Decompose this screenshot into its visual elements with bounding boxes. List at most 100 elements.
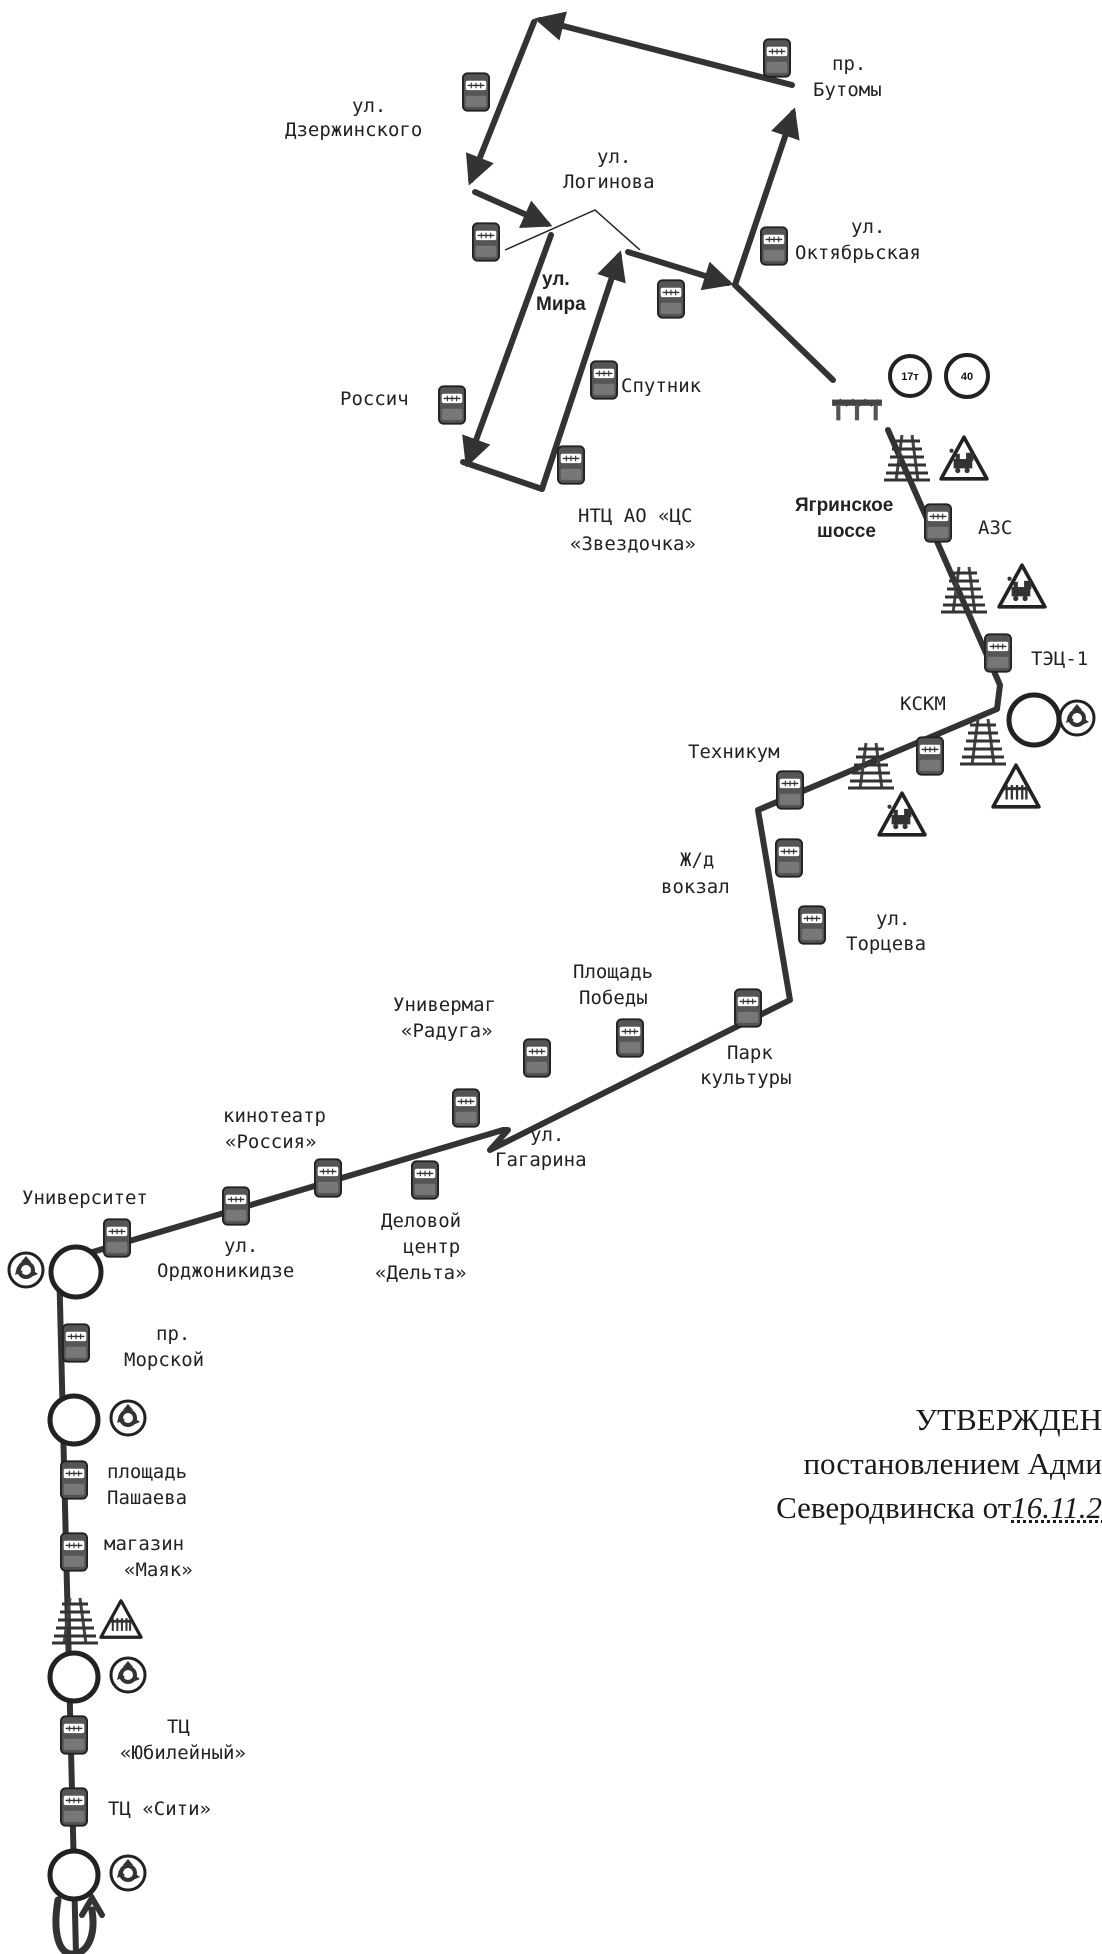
bus-stop-icon	[60, 1787, 88, 1827]
label-tortseva-1: ул.	[876, 908, 910, 930]
label-dzerzhinskogo-2: Дзержинского	[285, 119, 422, 141]
bus-stop-icon	[60, 1715, 88, 1755]
label-oktyabrskaya-1: ул.	[851, 216, 885, 238]
bus-stop-icon	[924, 503, 952, 543]
stop-labels: ул. Дзержинского пр. Бутомы ул. Логинова…	[22, 53, 1088, 1820]
label-univermag-2: «Радуга»	[401, 1020, 493, 1042]
label-tekhnikum: Техникум	[688, 741, 780, 763]
bus-stop-icon	[734, 988, 762, 1028]
approval-date: 16.11.2	[1011, 1490, 1102, 1525]
label-pashaeva-1: площадь	[107, 1461, 187, 1483]
approval-line-3: Северодвинска от16.11.2	[682, 1486, 1102, 1530]
label-pashaeva-2: Пашаева	[107, 1487, 187, 1509]
roundabout-signs	[7, 699, 1096, 1892]
bus-stop-icon	[776, 770, 804, 810]
label-delta-3: «Дельта»	[375, 1262, 467, 1284]
label-azs: АЗС	[978, 517, 1012, 539]
bus-stop-icon	[60, 1532, 88, 1572]
label-mayak-1: магазин	[104, 1533, 184, 1555]
bus-stop-icon	[616, 1018, 644, 1058]
label-mira-2: Мира	[536, 294, 586, 315]
label-vokzal-1: Ж/д	[680, 849, 714, 871]
label-yagrinskoe-1: Ягринское	[795, 495, 893, 516]
approval-line-3-prefix: Северодвинска от	[776, 1490, 1012, 1525]
label-yubileyny-1: ТЦ	[167, 1716, 190, 1738]
railway-crossing-icon	[939, 565, 989, 615]
bus-stop-icon	[557, 445, 585, 485]
bus-stop-icon	[760, 226, 788, 266]
railway-crossing-icon	[958, 717, 1008, 767]
label-butomy-1: пр.	[832, 53, 866, 75]
bus-stop-icon	[462, 72, 490, 112]
approval-stamp: УТВЕРЖДЕН постановлением Адми Северодвин…	[682, 1398, 1102, 1530]
label-gagarina-2: Гагарина	[495, 1149, 587, 1171]
label-dzerzhinskogo-1: ул.	[352, 95, 386, 117]
label-mira-1: ул.	[542, 269, 570, 290]
label-kskm: КСКМ	[900, 693, 946, 715]
roundabout-sign-icon	[109, 1854, 147, 1892]
bus-stop-icon	[222, 1186, 250, 1226]
speed-limit-sign: 40	[961, 371, 973, 383]
barrier-crossing-sign-icon	[99, 1599, 143, 1639]
label-loginova-1: ул.	[597, 146, 631, 168]
bus-stop-icon	[103, 1218, 131, 1258]
route-line	[56, 11, 1003, 1954]
bus-stop-icon	[763, 38, 791, 78]
roundabouts	[47, 692, 1062, 1902]
bus-stop-icon	[472, 222, 500, 262]
label-ntc-1: НТЦ АО «ЦС	[578, 505, 692, 527]
bus-stop-icon	[438, 385, 466, 425]
label-kino-2: «Россия»	[225, 1131, 317, 1153]
railway-crossing-icon	[50, 1596, 100, 1646]
train-warning-sign-icon	[997, 563, 1047, 609]
label-ntc-2: «Звездочка»	[570, 533, 696, 555]
label-vokzal-2: вокзал	[661, 876, 730, 898]
bus-stop-icon	[523, 1038, 551, 1078]
label-rossich: Россич	[340, 388, 409, 410]
label-kino-1: кинотеатр	[223, 1105, 326, 1127]
label-siti: ТЦ «Сити»	[108, 1798, 211, 1820]
roundabout-sign-icon	[7, 1251, 45, 1289]
roundabout-icon	[47, 1848, 101, 1902]
approval-line-1: УТВЕРЖДЕН	[915, 1402, 1102, 1437]
label-tec: ТЭЦ-1	[1031, 648, 1088, 670]
bus-stop-icon	[657, 279, 685, 319]
label-tortseva-2: Торцева	[846, 933, 926, 955]
roundabout-sign-icon	[1058, 699, 1096, 737]
roundabout-sign-icon	[109, 1399, 147, 1437]
bus-stop-icon	[590, 360, 618, 400]
bus-stop-icon	[798, 905, 826, 945]
label-ordzhonikidze-1: ул.	[224, 1235, 258, 1257]
roundabout-icon	[48, 1244, 104, 1300]
label-morskoy-1: пр.	[156, 1323, 190, 1345]
label-yagrinskoe-2: шоссе	[817, 521, 876, 542]
roundabout-sign-icon	[109, 1656, 147, 1694]
approval-line-2: постановлением Адми	[803, 1446, 1102, 1481]
label-universitet: Университет	[22, 1187, 148, 1209]
bus-stop-icon	[984, 633, 1012, 673]
label-delta-1: Деловой	[381, 1210, 461, 1232]
label-ordzhonikidze-2: Орджоникидзе	[157, 1260, 294, 1282]
roundabout-icon	[47, 1650, 101, 1704]
railway-crossing-icon	[846, 741, 896, 791]
loginova-connector	[504, 209, 641, 251]
weight-limit-sign: 17т	[901, 371, 919, 383]
train-warning-sign-icon	[939, 435, 989, 481]
label-park-1: Парк	[727, 1042, 773, 1064]
label-loginova-2: Логинова	[563, 171, 655, 193]
u-turn-arrow-icon	[52, 1892, 105, 1954]
bus-stop-icon	[60, 1460, 88, 1500]
label-sputnik: Спутник	[621, 375, 702, 397]
label-univermag-1: Универмаг	[393, 994, 496, 1016]
bus-stop-icon	[314, 1158, 342, 1198]
roundabout-icon	[1006, 692, 1062, 748]
bus-stop-icon	[916, 736, 944, 776]
regulatory-signs: 17т 40	[888, 353, 990, 399]
label-delta-2: центр	[403, 1236, 460, 1258]
bus-stop-icon	[775, 838, 803, 878]
bridge-icon	[831, 398, 883, 422]
label-oktyabrskaya-2: Октябрьская	[795, 242, 921, 264]
train-warning-sign-icon	[877, 791, 927, 837]
label-butomy-2: Бутомы	[813, 79, 882, 101]
